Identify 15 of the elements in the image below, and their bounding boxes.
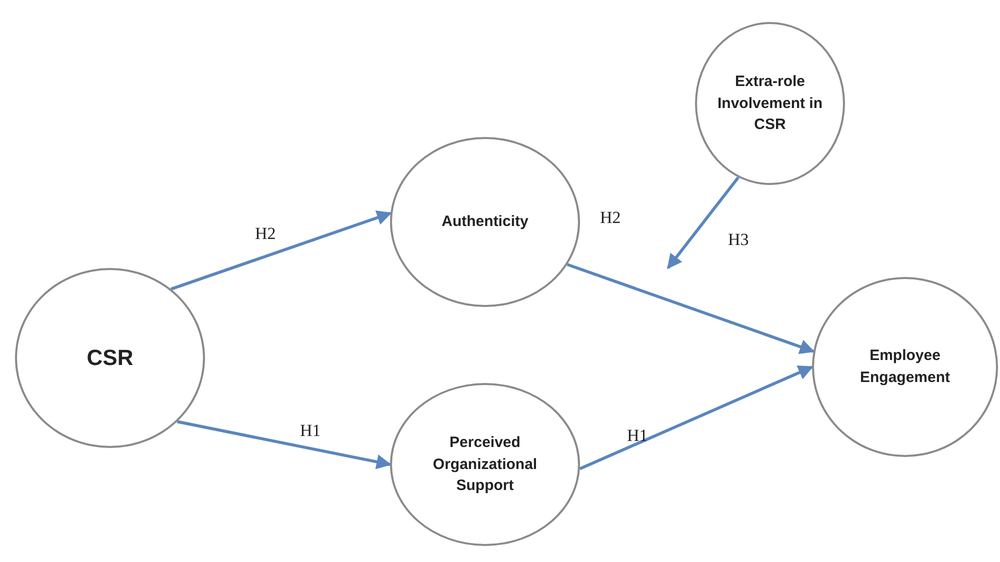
edge-label: H1 xyxy=(627,426,648,446)
arrow xyxy=(176,420,392,470)
arrow xyxy=(170,210,392,290)
edge-label: H3 xyxy=(728,230,749,250)
arrow xyxy=(666,176,740,270)
arrow xyxy=(566,263,815,354)
node-label: CSR xyxy=(86,344,134,372)
node-label: Extra-role Involvement in CSR xyxy=(716,72,824,136)
edge-label: H2 xyxy=(600,208,621,228)
edge-label: H1 xyxy=(300,421,321,441)
edge-label: H2 xyxy=(255,224,276,244)
node-label: Employee Engagement xyxy=(858,346,951,388)
node-label: Perceived Organizational Support xyxy=(432,432,538,496)
node-label: Authenticity xyxy=(442,212,528,232)
arrow xyxy=(579,366,814,470)
